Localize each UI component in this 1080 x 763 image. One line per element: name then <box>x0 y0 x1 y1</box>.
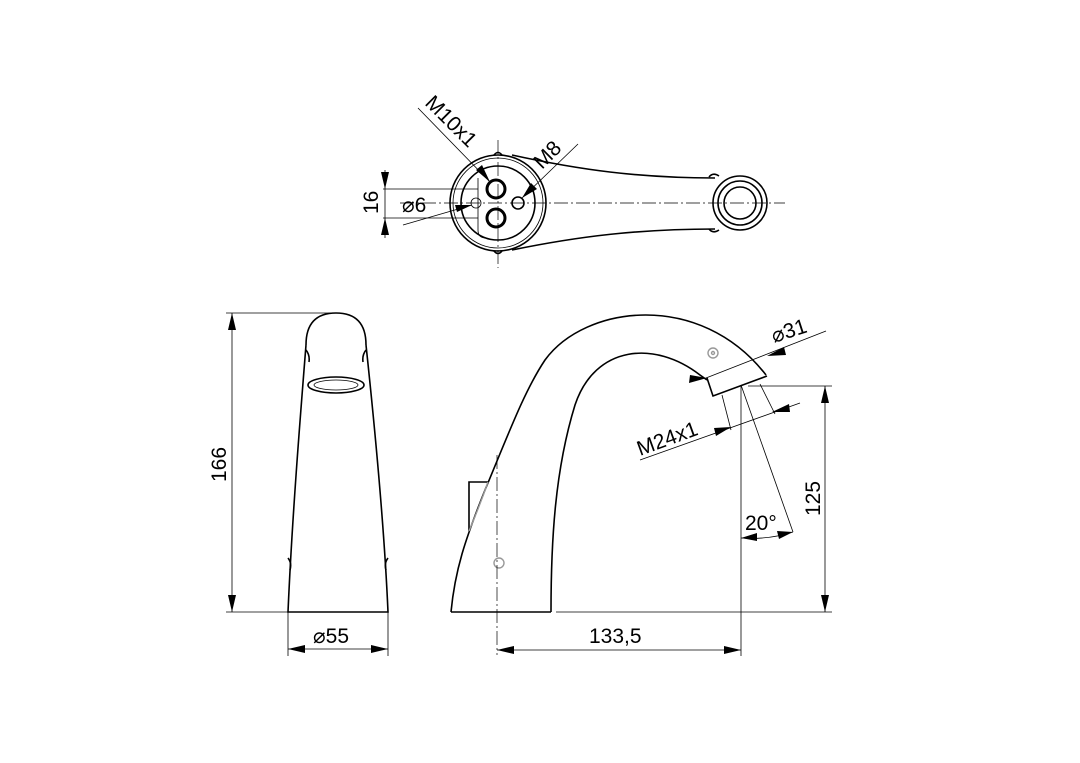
outlet-ring-outer <box>712 175 768 231</box>
mount-hole <box>511 196 525 210</box>
dim-base-diameter-label: ⌀55 <box>313 625 349 648</box>
front-view: 166 ⌀55 <box>208 312 389 656</box>
arm-lower-edge <box>511 228 716 251</box>
thread-m10-label: M10x1 <box>420 91 481 152</box>
small-hole <box>470 197 482 209</box>
thread-outlet-label: M24x1 <box>634 418 701 461</box>
lever <box>468 481 488 531</box>
spout-inner-curve <box>550 352 708 613</box>
dim-projection-label: 133,5 <box>589 625 642 648</box>
spout-outer-curve <box>450 314 767 613</box>
outlet-ring-inner <box>723 186 757 220</box>
inlet-hole-bottom <box>485 207 507 229</box>
front-body <box>287 344 389 613</box>
dim-hole-label: ⌀6 <box>402 194 426 217</box>
front-outlet-opening <box>307 376 365 394</box>
dim-angle-label: 20° <box>745 512 777 535</box>
arm-upper-edge <box>511 154 716 179</box>
base-inner-circle <box>460 165 536 241</box>
front-top-dome <box>305 312 367 346</box>
dim-outlet-diameter-label: ⌀31 <box>768 315 809 348</box>
base-outer-circle <box>449 154 547 252</box>
spout-nozzle <box>706 375 768 398</box>
inlet-hole-top <box>485 178 507 200</box>
dim-outlet-height-label: 125 <box>802 481 825 516</box>
dim-166-label: 166 <box>208 447 231 482</box>
sensor-dot <box>493 557 505 569</box>
dim-16-label: 16 <box>360 191 383 214</box>
top-view: 16 ⌀6 M10x1 M8 <box>360 91 785 268</box>
thread-m8-label: M8 <box>529 137 566 174</box>
side-view: 133,5 125 20° M24x1 ⌀31 <box>450 314 832 656</box>
